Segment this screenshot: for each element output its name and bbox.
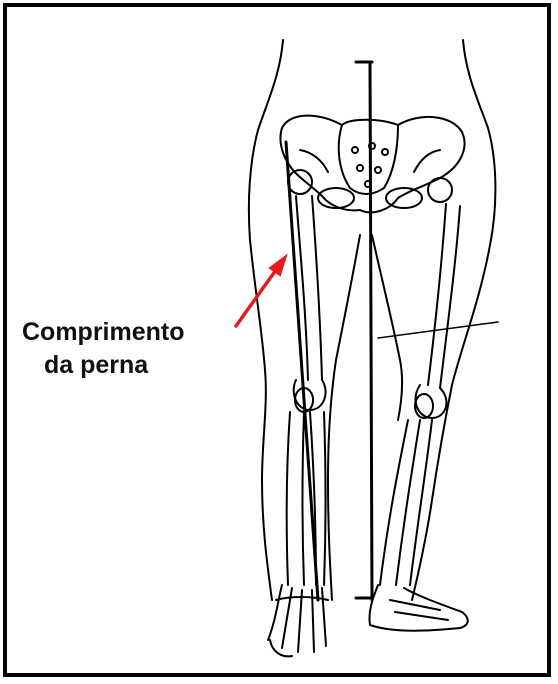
red-arrow (236, 256, 286, 326)
label-line-2: da perna (22, 349, 232, 382)
leg-length-label: Comprimento da perna (22, 316, 232, 382)
pelvis (280, 116, 464, 213)
pointer-line (378, 322, 498, 338)
right-leg-bones (369, 178, 467, 631)
label-line-1: Comprimento (22, 318, 185, 346)
vertical-reference-line (370, 62, 372, 600)
left-leg-bones (268, 170, 328, 656)
